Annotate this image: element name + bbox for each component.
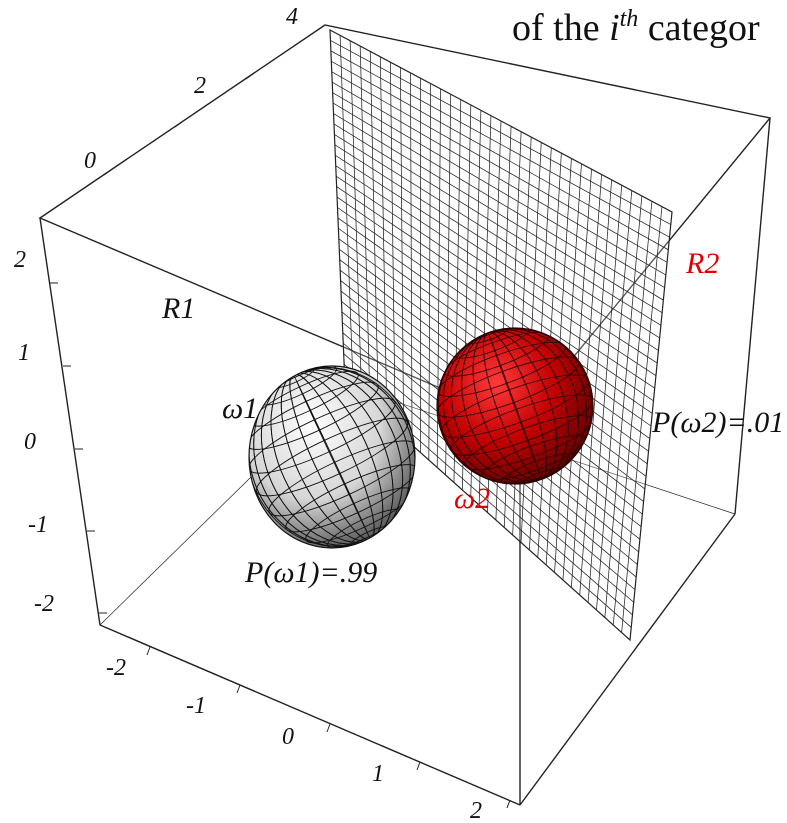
plane-mesh-line <box>587 185 623 603</box>
plane-mesh-line <box>604 195 643 618</box>
depth-tick-label: 4 <box>286 4 298 30</box>
prob-omega-1-label: P(ω1)=.99 <box>244 556 377 589</box>
plane-mesh-line <box>579 179 613 596</box>
sphere-latitude-line <box>255 417 409 497</box>
depth-tick-label: 0 <box>84 148 96 174</box>
vertical-tick-label: 1 <box>18 340 30 366</box>
tick-marks <box>50 24 511 809</box>
plane-mesh-line <box>596 190 633 611</box>
omega-2-label: ω2 <box>454 482 490 515</box>
bottom-tick-label: 1 <box>372 761 384 787</box>
region-1-label: R1 <box>161 292 195 325</box>
plane-mesh-line <box>337 207 652 427</box>
sphere-longitude-line <box>437 328 593 484</box>
prob-omega-2-label: P(ω2)=.01 <box>651 406 784 439</box>
depth-tick-label: 2 <box>194 73 206 99</box>
bottom-tick-label: 0 <box>282 724 294 750</box>
plane-mesh-line <box>337 217 650 439</box>
plane-mesh-line <box>621 206 663 633</box>
caption-text: of the ith categor <box>512 6 760 49</box>
vertical-tick-label: -2 <box>34 591 54 617</box>
bottom-tick-label: 2 <box>470 798 482 823</box>
bottom-tick-label: -1 <box>186 693 206 719</box>
sphere-omega-2 <box>436 327 594 485</box>
omega-1-label: ω1 <box>222 392 258 425</box>
sphere-latitude-line <box>441 374 589 438</box>
vertical-tick-label: -1 <box>28 512 48 538</box>
bottom-tick-label: -2 <box>106 655 126 681</box>
vertical-tick-label: 2 <box>14 247 26 273</box>
plane-mesh-line <box>612 201 653 626</box>
vertical-tick-label: 0 <box>24 429 36 455</box>
region-2-label: R2 <box>685 247 719 280</box>
